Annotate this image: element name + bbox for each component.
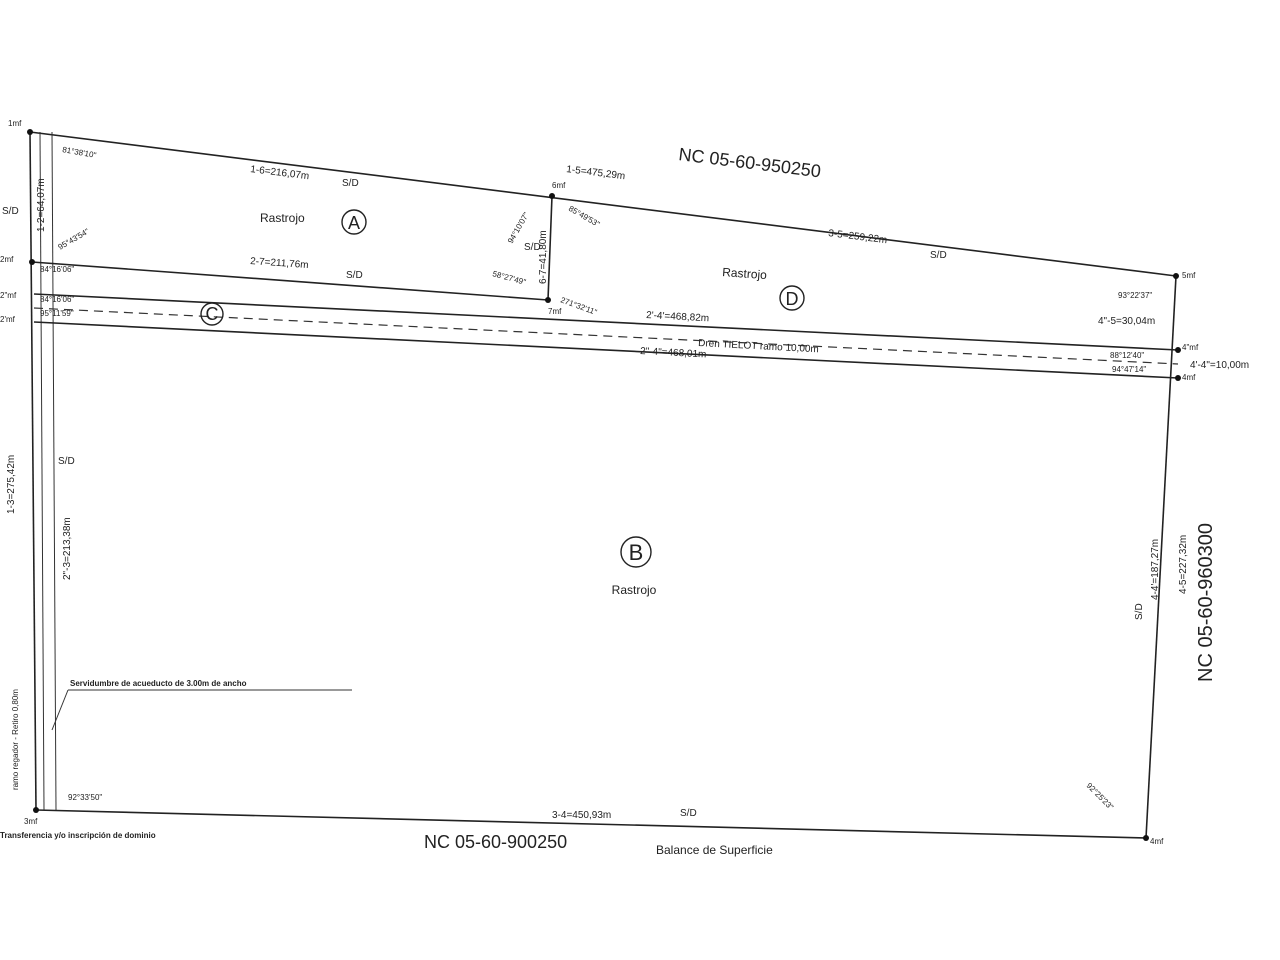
line-2-7 <box>31 261 549 301</box>
distance-4pp-5: 4"-5=30,04m <box>1098 316 1155 327</box>
angle-2a: 95°43'54" <box>57 227 91 252</box>
distance-4-4p: 4-4'=187,27m <box>1150 539 1161 600</box>
vertex-marker-6 <box>549 193 555 199</box>
vertex-marker-7 <box>545 297 551 303</box>
lot-b-circle <box>620 536 652 568</box>
vertex-marker-4 <box>1143 835 1149 841</box>
distance-2pp-3: 2"-3=213,38m <box>62 517 73 580</box>
vertex-marker-2 <box>29 259 35 265</box>
distance-6-7: 6-7=41,80m <box>538 230 549 284</box>
vertex-label-4: 4mf <box>1150 837 1164 846</box>
sd-mark: S/D <box>342 178 359 189</box>
vertex-label-6: 6mf <box>552 181 566 190</box>
boundary-lines <box>29 131 1179 839</box>
easement-leader <box>51 689 69 731</box>
angle-4: 92°25'23" <box>1085 781 1116 812</box>
distance-2pp-4pp: 2"-4"=468,01m <box>640 346 707 360</box>
boundary-west-third <box>51 131 57 811</box>
irrigation-note: ramo regador - Retiro 0,80m <box>11 689 20 790</box>
transfer-note: Transferencia y/o inscripción de dominio <box>0 831 156 840</box>
angle-4a: 88°12'40" <box>1110 351 1144 360</box>
sd-mark: S/D <box>930 250 947 261</box>
line-2p-4p <box>33 293 1179 351</box>
vertex-markers <box>27 129 1181 841</box>
lot-b-letter: B <box>629 540 644 565</box>
angle-2c: 84°16'06" <box>40 295 74 304</box>
vertex-label-2c: 2'mf <box>0 315 16 324</box>
angle-6b: 85°49'53" <box>567 204 601 229</box>
line-6-7 <box>547 195 553 301</box>
boundary-north <box>29 131 1177 277</box>
sd-mark: S/D <box>1134 603 1145 620</box>
vertex-label-5: 5mf <box>1182 271 1196 280</box>
angle-7b: 271°32'11" <box>559 295 598 317</box>
boundary-south <box>35 809 1147 839</box>
vertex-marker-5 <box>1173 273 1179 279</box>
boundary-west-inner <box>39 131 45 811</box>
lot-d-letter: D <box>786 289 799 309</box>
vertex-label-7: 7mf <box>548 307 562 316</box>
lot-c-letter: C <box>206 304 219 324</box>
lot-a-cover: Rastrojo <box>260 211 305 225</box>
angle-7a: 58°27'49" <box>491 269 527 287</box>
vertex-label-2b: 2"mf <box>0 291 17 300</box>
vertex-label-4p: 4"mf <box>1182 343 1199 352</box>
easement-note: Servidumbre de acueducto de 3.00m de anc… <box>70 679 247 688</box>
distance-4-5: 4-5=227,32m <box>1178 535 1189 594</box>
lot-b-cover: Rastrojo <box>612 583 657 597</box>
sd-mark: S/D <box>524 242 541 253</box>
lot-d-circle <box>779 285 805 311</box>
vertex-marker-3 <box>33 807 39 813</box>
lot-c-circle <box>200 302 224 326</box>
cadastral-south: NC 05-60-900250 <box>424 832 567 852</box>
balance-title: Balance de Superficie <box>656 843 773 857</box>
lot-a-letter: A <box>348 213 360 233</box>
angle-6a: 94°10'07" <box>506 211 531 245</box>
vertex-label-1: 1mf <box>8 119 22 128</box>
cadastral-north: NC 05-60-950250 <box>678 144 822 181</box>
vertex-marker-1 <box>27 129 33 135</box>
angle-5: 93°22'37" <box>1118 291 1152 300</box>
angle-2b: 84°16'06" <box>40 265 74 274</box>
vertex-label-2: 2mf <box>0 255 14 264</box>
distance-4p-4pp: 4'-4"=10,00m <box>1190 360 1249 371</box>
sd-mark: S/D <box>680 808 697 819</box>
lot-d-cover: Rastrojo <box>722 265 768 282</box>
distance-1-5: 1-5=475,29m <box>566 164 626 182</box>
distance-2-7: 2-7=211,76m <box>250 256 309 271</box>
boundary-east <box>1145 275 1177 839</box>
vertex-marker-4p <box>1175 347 1181 353</box>
vertex-label-4pp: 4mf <box>1182 373 1196 382</box>
sd-mark: S/D <box>2 206 19 217</box>
angle-3: 92°33'50" <box>68 793 102 802</box>
road-note: Dren TIELOT ramo 10,00m <box>698 338 819 355</box>
distance-3-4: 3-4=450,93m <box>552 810 611 821</box>
distance-2p-4p: 2'-4'=468,82m <box>646 310 710 324</box>
lot-a-circle <box>341 209 367 235</box>
angle-1: 81°38'10" <box>62 145 97 160</box>
vertex-marker-4pp <box>1175 375 1181 381</box>
boundary-west-outer <box>29 131 37 811</box>
road-centerline <box>33 307 1179 365</box>
line-2pp-4pp <box>33 321 1179 379</box>
sd-mark: S/D <box>58 456 75 467</box>
cadastral-east: NC 05-60-960300 <box>1195 523 1217 682</box>
distance-1-3: 1-3=275,42m <box>6 455 17 514</box>
angle-4b: 94°47'14" <box>1112 365 1146 374</box>
distance-3-5: 3-5=259,22m <box>828 228 888 246</box>
angle-2d: 95°11'59" <box>40 309 74 318</box>
sd-mark: S/D <box>346 270 363 281</box>
distance-1-2: 1-2=64,07m <box>36 178 47 232</box>
vertex-label-3: 3mf <box>24 817 38 826</box>
